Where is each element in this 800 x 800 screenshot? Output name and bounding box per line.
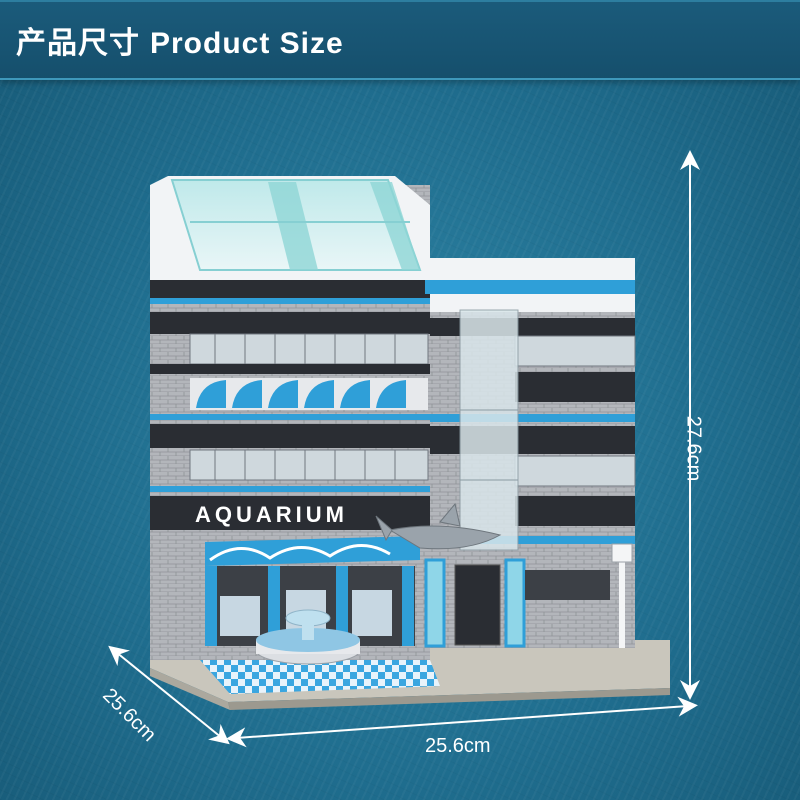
aquarium-building-left: AQUARIUM xyxy=(150,176,430,665)
width-label: 25.6cm xyxy=(425,735,491,757)
width-arrow xyxy=(226,696,698,748)
aquarium-sign: AQUARIUM xyxy=(195,502,348,527)
title-banner: 产品尺寸 Product Size xyxy=(0,0,800,80)
title-chinese: 产品尺寸 xyxy=(16,27,140,60)
page-title: 产品尺寸 Product Size xyxy=(16,18,344,62)
title-english: Product Size xyxy=(150,27,344,60)
aquarium-building-right xyxy=(375,258,636,648)
banner-divider xyxy=(0,78,800,80)
height-label: 27.6cm xyxy=(682,415,705,482)
depth-arrow xyxy=(108,645,230,745)
